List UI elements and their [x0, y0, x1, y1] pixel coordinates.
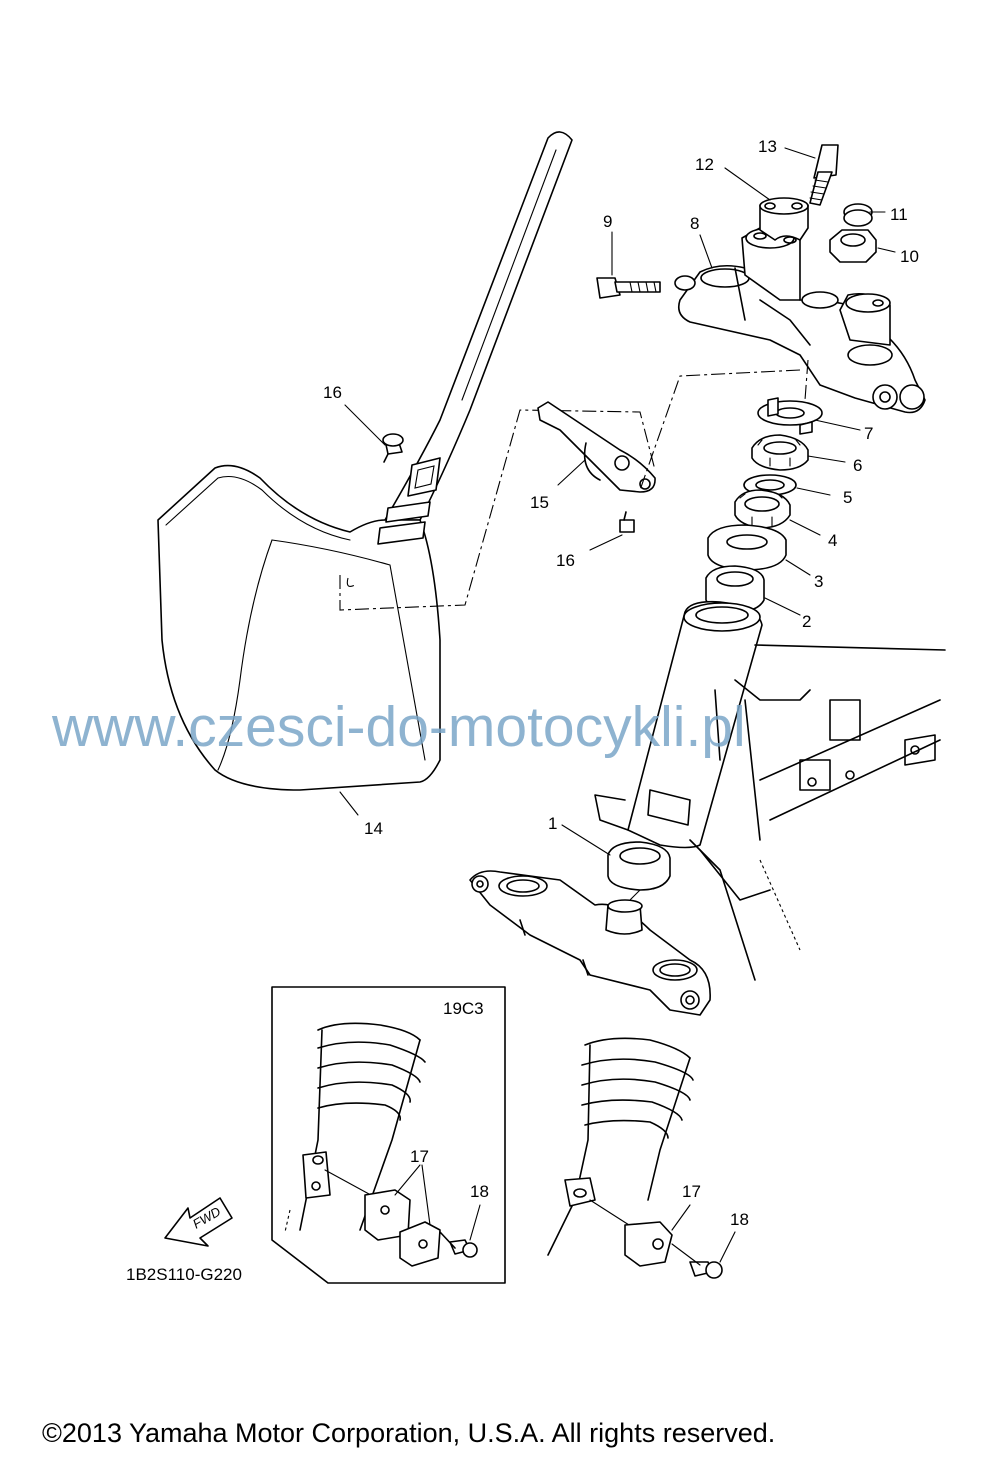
bolt-13-drawing	[809, 144, 839, 206]
screw-16-drawing	[382, 433, 635, 533]
lower-bearing-drawing	[607, 841, 671, 901]
dust-seal-drawing	[707, 524, 787, 571]
leader-lines	[339, 147, 896, 1263]
label-16b: 16	[556, 551, 575, 570]
bracket-drawing	[537, 401, 656, 493]
fork-boot-drawing	[547, 1037, 723, 1279]
label-7: 7	[864, 424, 873, 443]
lower-triple-clamp-drawing	[469, 870, 711, 1016]
fwd-arrow-icon: FWD	[164, 1197, 233, 1247]
label-6: 6	[853, 456, 862, 475]
label-8: 8	[690, 214, 699, 233]
label-2: 2	[802, 612, 811, 631]
label-14: 14	[364, 819, 383, 838]
label-10: 10	[900, 247, 919, 266]
watermark: www.czesci-do-motocykli.pl	[51, 695, 746, 759]
label-1: 1	[548, 814, 557, 833]
upper-triple-clamp-drawing	[674, 226, 926, 414]
cap-nut-drawing	[829, 203, 877, 263]
inset-code: 19C3	[443, 999, 484, 1018]
handlebar-holder-drawing	[759, 197, 809, 241]
label-12: 12	[695, 155, 714, 174]
inset-19c3	[271, 986, 506, 1284]
copyright-notice: ©2013 Yamaha Motor Corporation, U.S.A. A…	[42, 1418, 775, 1448]
ring-nut-6-drawing	[751, 434, 809, 471]
label-15: 15	[530, 493, 549, 512]
label-17a: 17	[410, 1147, 429, 1166]
label-13: 13	[758, 137, 777, 156]
drawing-code: 1B2S110-G220	[126, 1265, 242, 1284]
label-5: 5	[843, 488, 852, 507]
label-9: 9	[603, 212, 612, 231]
label-18a: 18	[470, 1182, 489, 1201]
label-3: 3	[814, 572, 823, 591]
label-4: 4	[828, 531, 837, 550]
frame-drawing	[594, 600, 946, 981]
label-18b: 18	[730, 1210, 749, 1229]
label-17b: 17	[682, 1182, 701, 1201]
ring-nut-4-drawing	[734, 489, 791, 529]
number-plate-drawing	[157, 131, 656, 791]
label-16a: 16	[323, 383, 342, 402]
part-labels: 1 2 3 4 5 6 7 8 9 10 11 12 13 14 15 16 1…	[126, 137, 919, 1284]
pinch-bolt-drawing	[596, 277, 661, 299]
lock-washer-drawing	[757, 397, 823, 435]
label-11: 11	[890, 205, 908, 224]
